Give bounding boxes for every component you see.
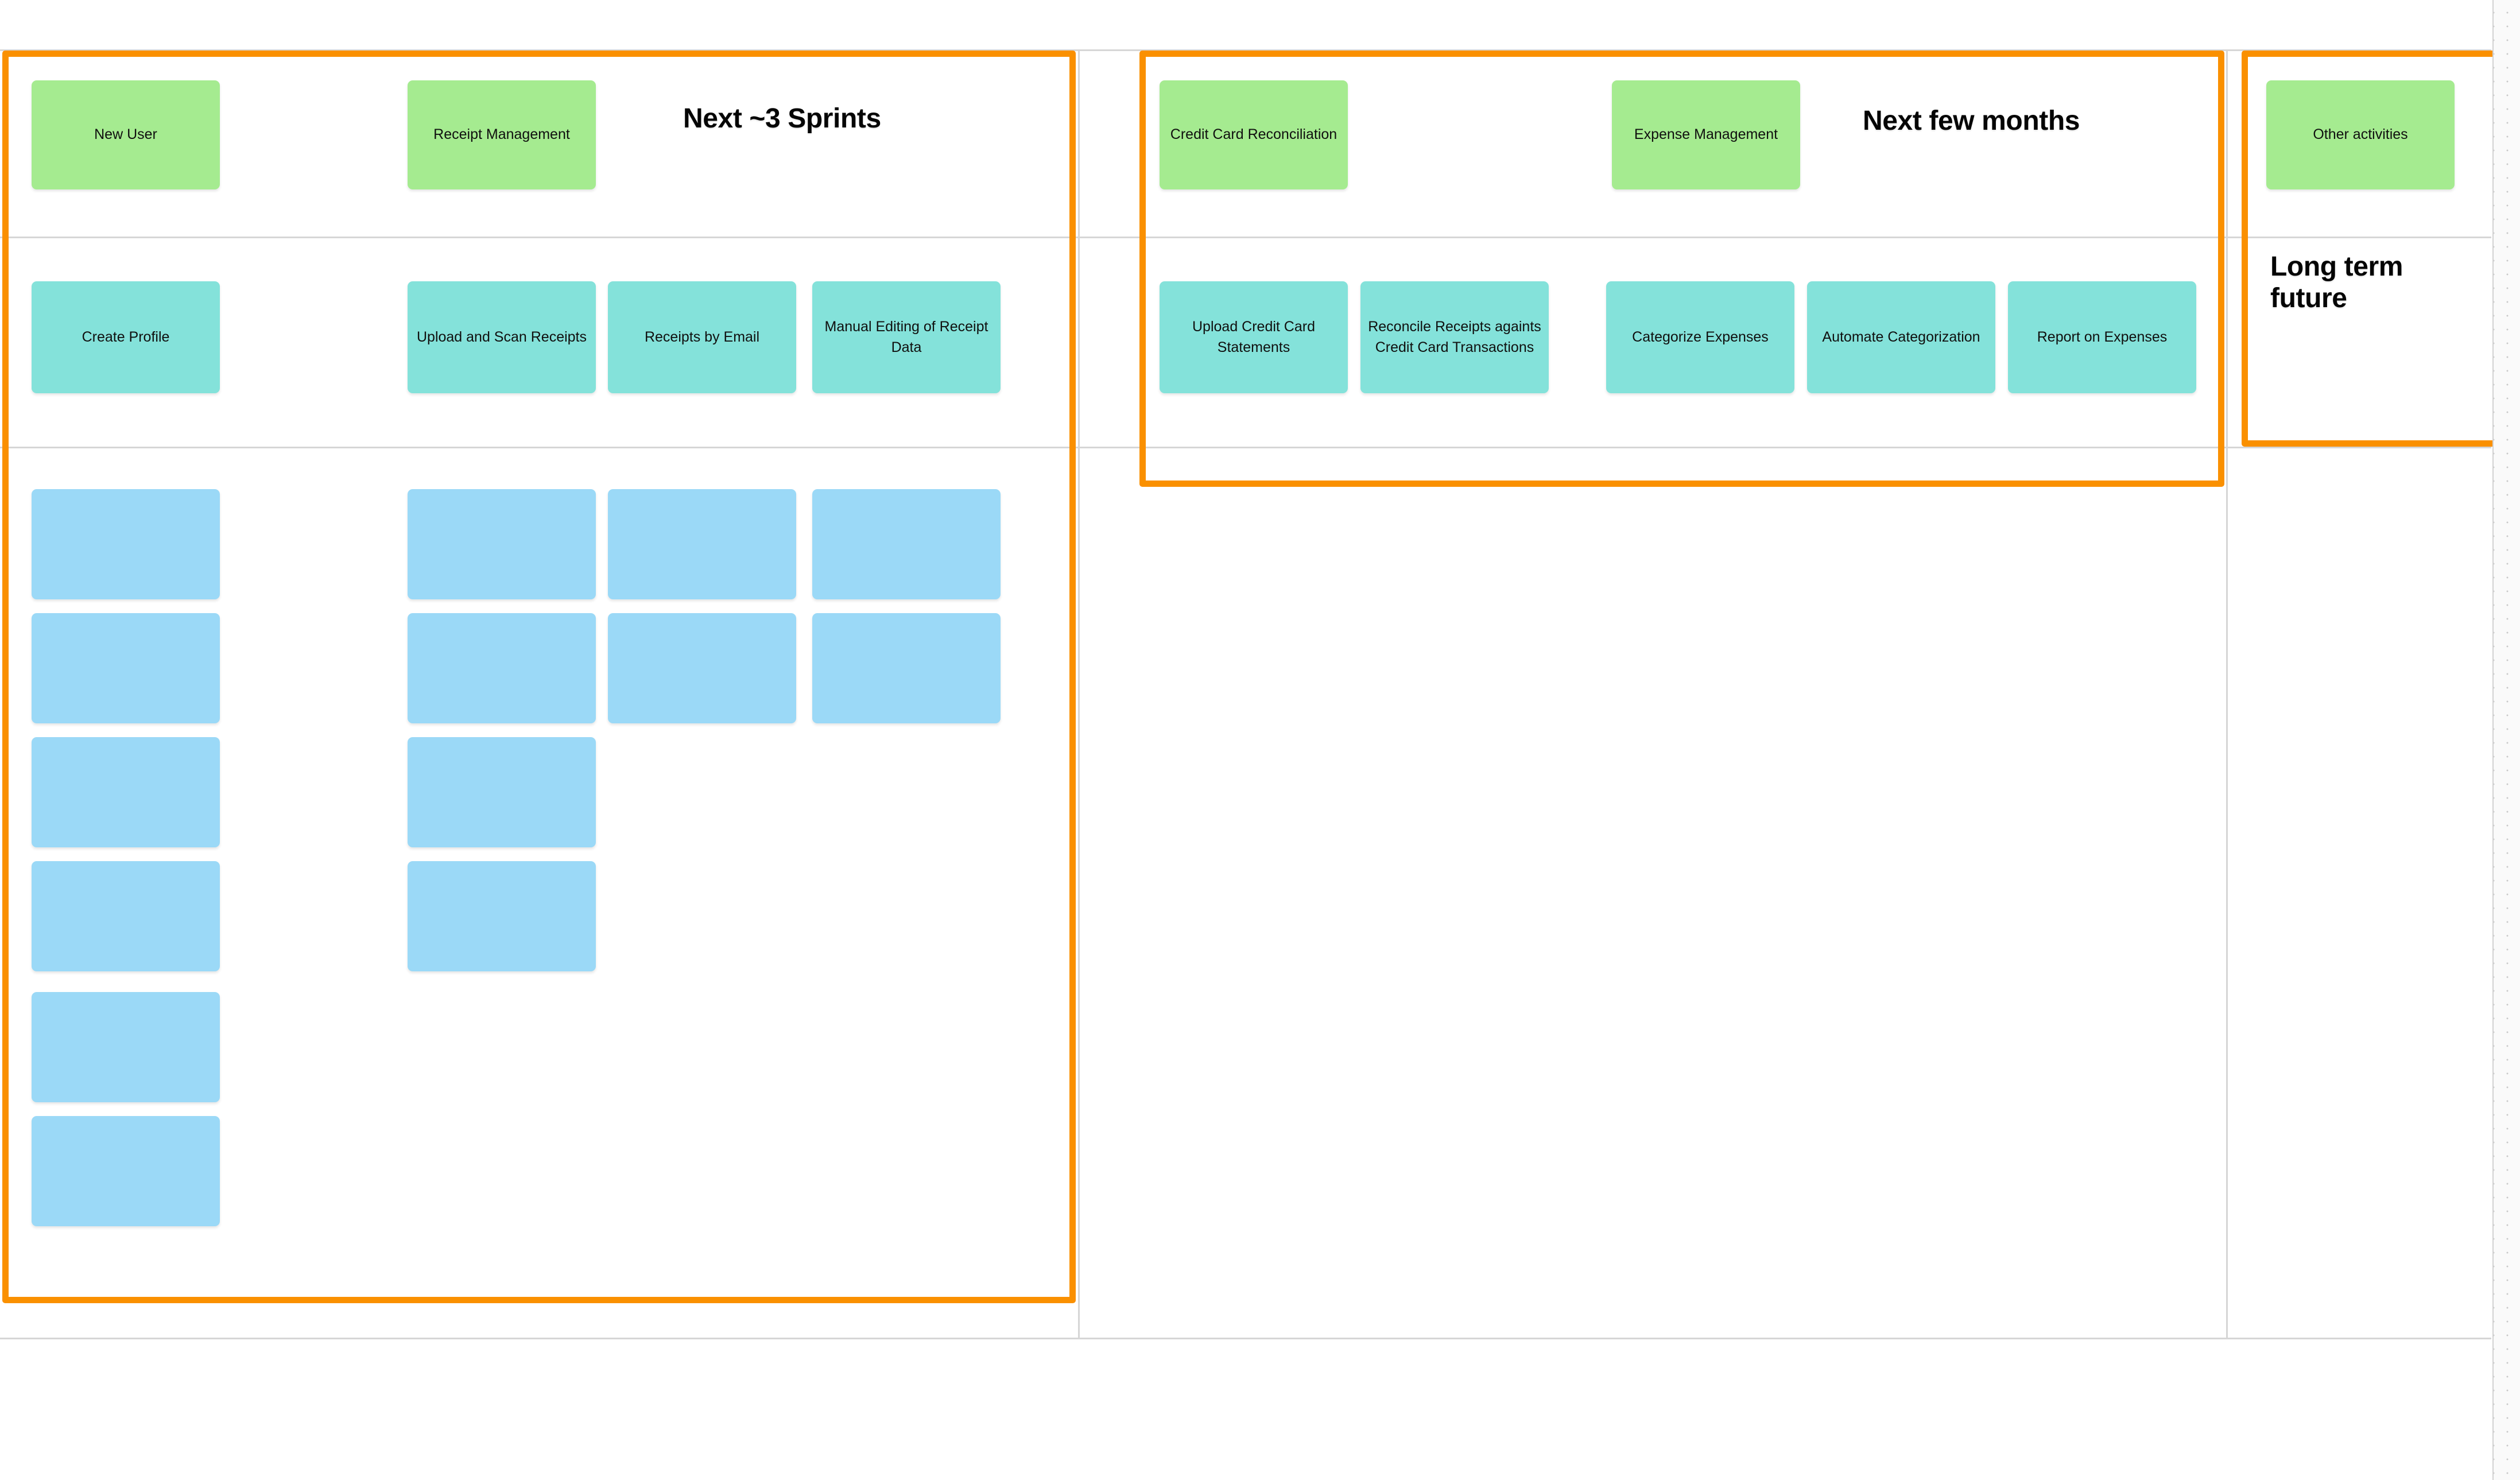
story-card[interactable] (408, 737, 596, 847)
step-card-label: Categorize Expenses (1632, 328, 1769, 345)
story-card[interactable] (32, 489, 220, 599)
activity-card-label: Expense Management (1634, 126, 1778, 143)
story-card[interactable] (812, 613, 1001, 723)
activity-card-label: Credit Card Reconciliation (1170, 126, 1337, 143)
story-card[interactable] (812, 489, 1001, 599)
story-card[interactable] (32, 861, 220, 971)
swimlane-divider-top (0, 49, 2491, 51)
activity-card-label: Other activities (2313, 126, 2408, 143)
story-card[interactable] (608, 613, 796, 723)
activity-card-expense-management[interactable]: Expense Management (1612, 80, 1800, 189)
step-card-receipts-by-email[interactable]: Receipts by Email (608, 281, 796, 393)
story-card[interactable] (32, 1116, 220, 1226)
activity-card-credit-card-reconciliation[interactable]: Credit Card Reconciliation (1160, 80, 1348, 189)
story-card[interactable] (32, 737, 220, 847)
column-divider-2 (2226, 49, 2228, 1338)
step-card-label: Upload and Scan Receipts (416, 328, 587, 345)
step-card-label: Manual Editing of Receipt Data (824, 319, 988, 355)
release-title-next-3-sprints: Next ~3 Sprints (683, 103, 881, 134)
swimlane-divider-lower (0, 447, 2491, 448)
column-divider-1 (1078, 49, 1080, 1338)
story-card[interactable] (408, 861, 596, 971)
step-card-label: Automate Categorization (1822, 328, 1980, 345)
activity-card-label: New User (94, 126, 157, 143)
story-card[interactable] (408, 489, 596, 599)
swimlane-divider-bottom (0, 1338, 2491, 1339)
step-card-report-on-expenses[interactable]: Report on Expenses (2008, 281, 2196, 393)
step-card-manual-editing-of-receipt-data[interactable]: Manual Editing of Receipt Data (812, 281, 1001, 393)
step-card-label: Upload Credit Card Statements (1192, 319, 1315, 355)
step-card-label: Receipts by Email (644, 328, 760, 345)
story-card[interactable] (32, 992, 220, 1102)
step-card-label: Create Profile (82, 328, 170, 345)
activity-card-label: Receipt Management (433, 126, 570, 143)
step-card-reconcile-receipts[interactable]: Reconcile Receipts againts Credit Card T… (1360, 281, 1549, 393)
step-card-categorize-expenses[interactable]: Categorize Expenses (1606, 281, 1794, 393)
canvas-dot-grid-panel (2492, 0, 2520, 1480)
story-card[interactable] (408, 613, 596, 723)
swimlane-divider-mid (0, 237, 2491, 238)
release-title-next-few-months: Next few months (1863, 106, 2080, 136)
step-card-label: Reconcile Receipts againts Credit Card T… (1368, 319, 1541, 355)
story-card[interactable] (32, 613, 220, 723)
step-card-upload-and-scan-receipts[interactable]: Upload and Scan Receipts (408, 281, 596, 393)
story-card[interactable] (608, 489, 796, 599)
activity-card-new-user[interactable]: New User (32, 80, 220, 189)
step-card-automate-categorization[interactable]: Automate Categorization (1807, 281, 1995, 393)
activity-card-other-activities[interactable]: Other activities (2266, 80, 2455, 189)
step-card-create-profile[interactable]: Create Profile (32, 281, 220, 393)
release-title-long-term-future: Long term future (2270, 251, 2403, 313)
activity-card-receipt-management[interactable]: Receipt Management (408, 80, 596, 189)
step-card-label: Report on Expenses (2037, 328, 2168, 345)
step-card-upload-credit-card-statements[interactable]: Upload Credit Card Statements (1160, 281, 1348, 393)
